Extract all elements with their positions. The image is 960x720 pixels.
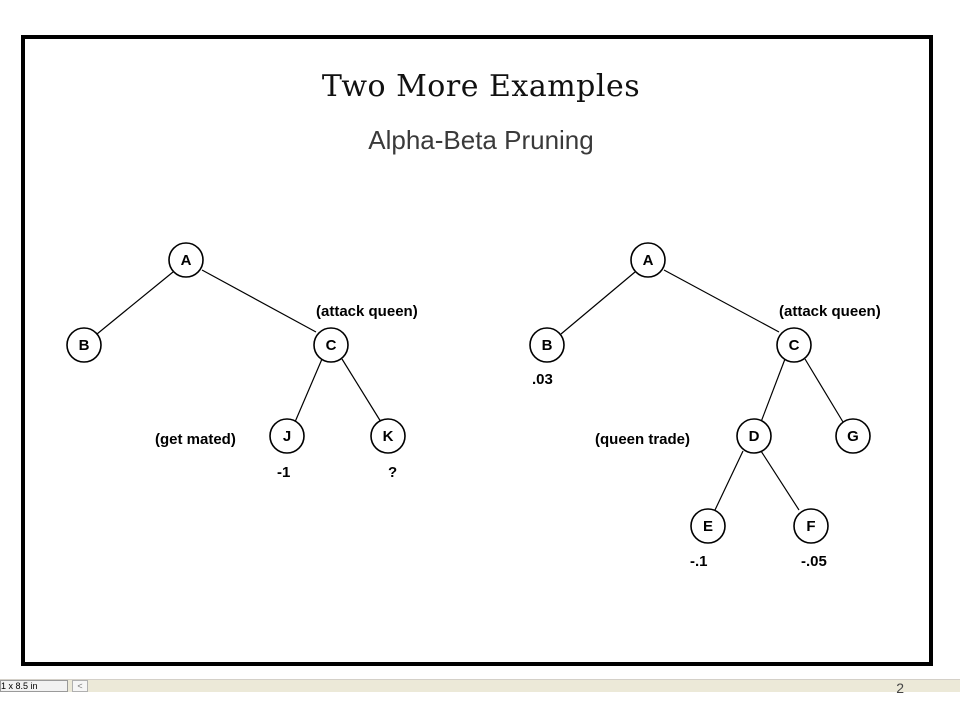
game-tree-diagram: A B C J K (attack queen) (get mated) -1 …: [66, 242, 881, 570]
tree-node: F: [793, 508, 829, 544]
edge-left-a-c: [201, 269, 317, 333]
node-label-c: C: [789, 337, 800, 354]
node-label-c: C: [326, 337, 337, 354]
node-label-g: G: [847, 428, 859, 445]
node-circle: [66, 327, 102, 363]
tree-node: C: [776, 327, 812, 363]
node-circle: [793, 508, 829, 544]
tree-node: D: [736, 418, 772, 454]
edge-right-d-f: [760, 450, 800, 511]
tree-node: K: [370, 418, 406, 454]
annotation-get-mated: (get mated): [155, 431, 236, 448]
page-number: 2: [896, 680, 904, 696]
annotation-value-b: .03: [532, 371, 553, 388]
annotation-value-e: -.1: [690, 553, 708, 570]
tree-node: B: [529, 327, 565, 363]
node-label-b: B: [79, 337, 90, 354]
annotation-attack-queen-right: (attack queen): [779, 303, 881, 320]
node-label-f: F: [806, 518, 815, 535]
page-size-indicator: 1 x 8.5 in: [0, 680, 68, 692]
slide-subtitle: Alpha-Beta Pruning: [368, 125, 594, 155]
tree-node: J: [269, 418, 305, 454]
tree-node: G: [835, 418, 871, 454]
slide-title: Two More Examples: [321, 69, 641, 104]
node-circle: [835, 418, 871, 454]
tree-node: E: [690, 508, 726, 544]
tree-node: A: [168, 242, 204, 278]
node-circle: [736, 418, 772, 454]
tree-node: B: [66, 327, 102, 363]
node-label-k: K: [383, 428, 394, 445]
node-label-a: A: [181, 252, 192, 269]
scroll-left-arrow-icon[interactable]: <: [72, 680, 88, 692]
edge-right-c-d: [760, 358, 786, 423]
node-circle: [269, 418, 305, 454]
edge-left-a-b: [96, 271, 174, 335]
node-circle: [690, 508, 726, 544]
annotation-value-f: -.05: [801, 553, 827, 570]
node-circle: [313, 327, 349, 363]
node-label-j: J: [283, 428, 291, 445]
edge-right-d-e: [714, 450, 744, 511]
annotation-attack-queen-left: (attack queen): [316, 303, 418, 320]
tree-node: C: [313, 327, 349, 363]
annotation-value-j: -1: [277, 464, 290, 481]
status-bar: 1 x 8.5 in <: [0, 679, 960, 692]
node-label-a: A: [643, 252, 654, 269]
annotation-value-k: ?: [388, 464, 397, 481]
node-circle: [776, 327, 812, 363]
edge-left-c-j: [294, 358, 323, 423]
edge-right-a-c: [663, 269, 780, 333]
node-label-e: E: [703, 518, 713, 535]
node-circle: [630, 242, 666, 278]
annotation-queen-trade: (queen trade): [595, 431, 690, 448]
edge-right-a-b: [560, 271, 636, 335]
slide-frame: Two More Examples Alpha-Beta Pruning A B…: [21, 35, 933, 666]
node-circle: [529, 327, 565, 363]
node-circle: [168, 242, 204, 278]
edge-left-c-k: [341, 358, 382, 423]
tree-node: A: [630, 242, 666, 278]
edge-right-c-g: [804, 358, 844, 423]
node-circle: [370, 418, 406, 454]
node-label-d: D: [749, 428, 760, 445]
node-label-b: B: [542, 337, 553, 354]
